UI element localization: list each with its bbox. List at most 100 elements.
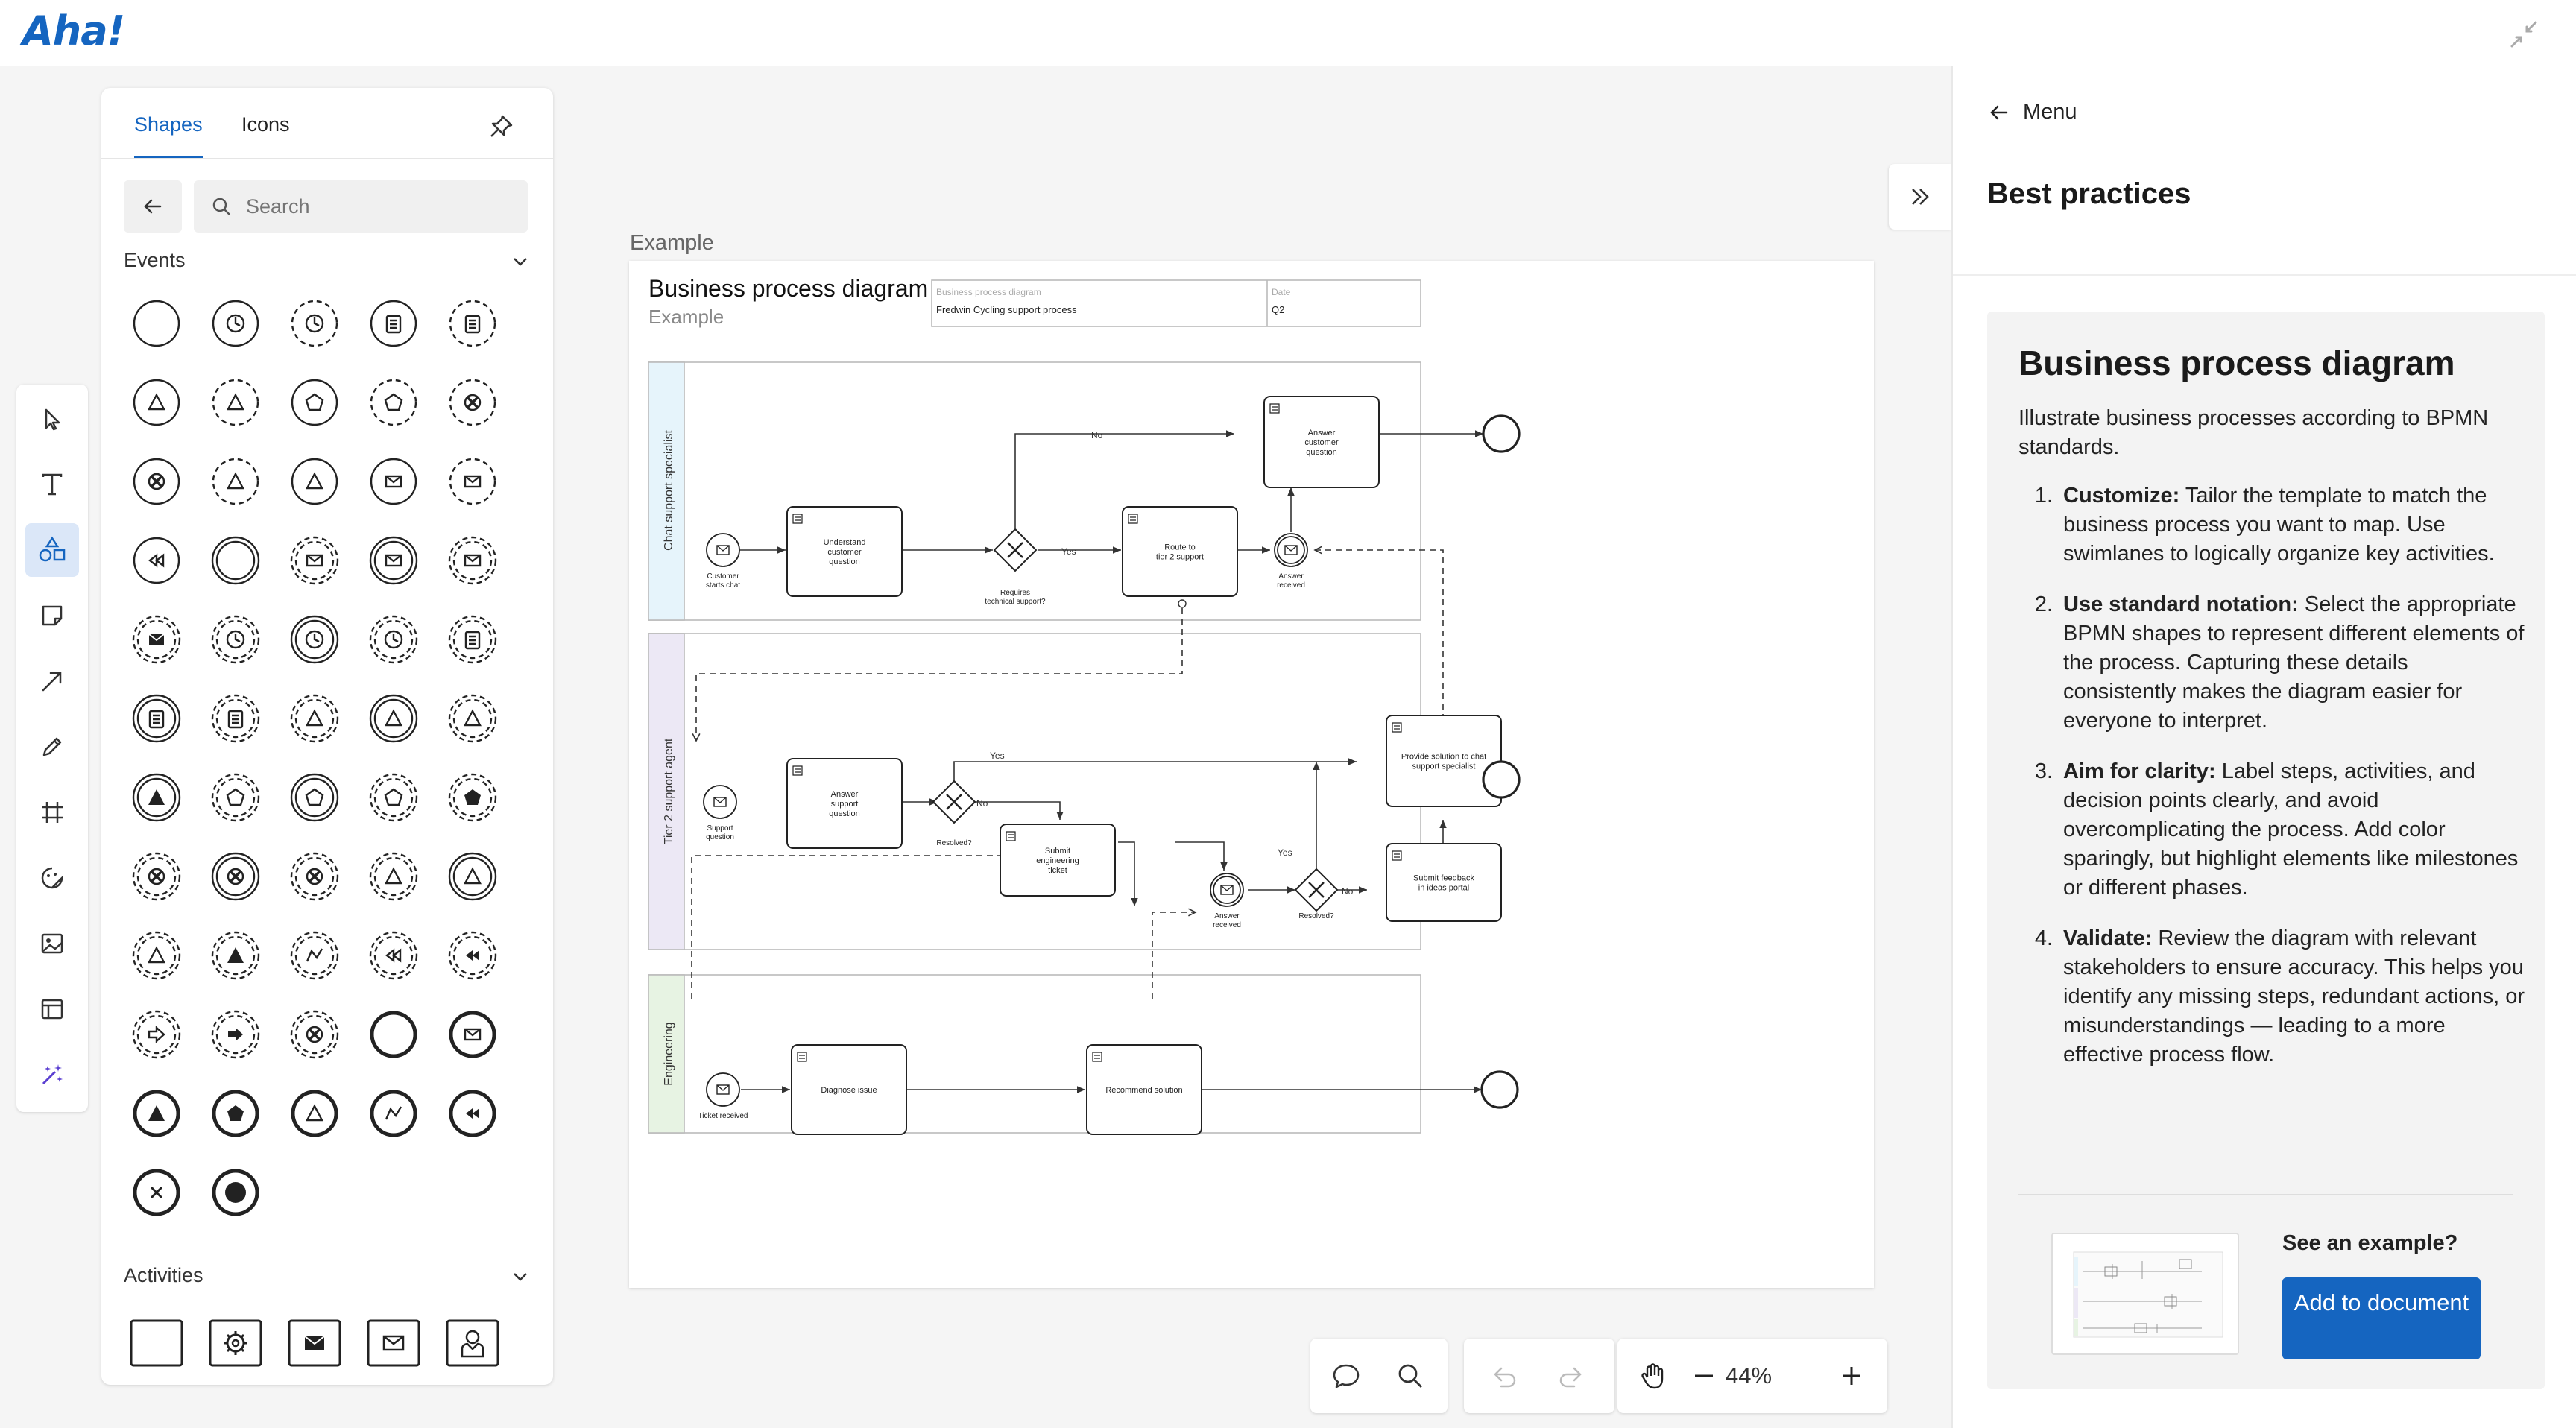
sticky-note-tool[interactable] bbox=[25, 589, 79, 642]
event-node[interactable] bbox=[706, 1072, 740, 1107]
gateway-node[interactable] bbox=[1294, 868, 1339, 912]
redo-button[interactable] bbox=[1555, 1359, 1588, 1392]
event-shape[interactable] bbox=[443, 926, 502, 985]
event-shape[interactable] bbox=[127, 1005, 186, 1064]
undo-button[interactable] bbox=[1488, 1359, 1521, 1392]
task-node[interactable] bbox=[1263, 396, 1380, 488]
collapse-icon[interactable] bbox=[2507, 18, 2540, 51]
event-shape[interactable] bbox=[364, 531, 423, 590]
event-shape[interactable] bbox=[285, 294, 344, 353]
ai-tool[interactable] bbox=[25, 1048, 79, 1102]
event-shape[interactable] bbox=[285, 452, 344, 511]
pin-icon[interactable] bbox=[484, 110, 517, 143]
event-shape[interactable] bbox=[443, 1005, 502, 1064]
event-shape[interactable] bbox=[127, 610, 186, 669]
event-shape[interactable] bbox=[364, 373, 423, 432]
comment-button[interactable] bbox=[1330, 1359, 1363, 1392]
event-shape[interactable] bbox=[364, 926, 423, 985]
event-node[interactable] bbox=[1482, 414, 1521, 453]
event-shape[interactable] bbox=[206, 1005, 265, 1064]
event-shape[interactable] bbox=[443, 373, 502, 432]
event-shape[interactable] bbox=[127, 689, 186, 748]
task-node[interactable] bbox=[786, 758, 903, 849]
event-shape[interactable] bbox=[364, 452, 423, 511]
pan-button[interactable] bbox=[1637, 1359, 1670, 1392]
event-shape[interactable] bbox=[206, 847, 265, 906]
send-task-shape[interactable] bbox=[285, 1313, 344, 1373]
search-input[interactable] bbox=[246, 180, 514, 233]
connector-tool[interactable] bbox=[25, 654, 79, 708]
event-node[interactable] bbox=[1274, 533, 1308, 567]
event-shape[interactable] bbox=[127, 1084, 186, 1143]
search-canvas-button[interactable] bbox=[1394, 1359, 1427, 1392]
gateway-node[interactable] bbox=[932, 780, 976, 824]
pen-tool[interactable] bbox=[25, 720, 79, 774]
sticker-tool[interactable] bbox=[25, 851, 79, 905]
event-shape[interactable] bbox=[443, 452, 502, 511]
event-shape[interactable] bbox=[364, 689, 423, 748]
event-shape[interactable] bbox=[285, 689, 344, 748]
event-shape[interactable] bbox=[206, 373, 265, 432]
zoom-level[interactable]: 44% bbox=[1725, 1362, 1772, 1388]
event-shape[interactable] bbox=[364, 1084, 423, 1143]
search-box[interactable] bbox=[194, 180, 528, 233]
gateway-node[interactable] bbox=[993, 528, 1038, 572]
event-shape[interactable] bbox=[206, 1163, 265, 1222]
back-button[interactable] bbox=[124, 180, 182, 233]
task-node[interactable] bbox=[1086, 1044, 1202, 1135]
image-tool[interactable] bbox=[25, 917, 79, 970]
user-task-shape[interactable] bbox=[443, 1313, 502, 1373]
event-shape[interactable] bbox=[127, 768, 186, 827]
zoom-in-button[interactable] bbox=[1835, 1359, 1868, 1392]
shapes-tool[interactable] bbox=[25, 523, 79, 577]
task-node[interactable] bbox=[786, 506, 903, 597]
event-shape[interactable] bbox=[127, 373, 186, 432]
event-node[interactable] bbox=[1482, 760, 1521, 799]
event-shape[interactable] bbox=[127, 294, 186, 353]
event-shape[interactable] bbox=[285, 373, 344, 432]
event-shape[interactable] bbox=[364, 294, 423, 353]
event-shape[interactable] bbox=[443, 768, 502, 827]
activities-section-header[interactable]: Activities bbox=[124, 1264, 531, 1294]
lane-engineering[interactable]: Engineering bbox=[648, 974, 1421, 1134]
tab-shapes[interactable]: Shapes bbox=[134, 113, 203, 159]
tab-icons[interactable]: Icons bbox=[242, 113, 290, 136]
frame-tool[interactable] bbox=[25, 786, 79, 839]
event-shape[interactable] bbox=[206, 1084, 265, 1143]
event-shape[interactable] bbox=[364, 768, 423, 827]
event-shape[interactable] bbox=[127, 531, 186, 590]
menu-link[interactable]: Menu bbox=[1987, 100, 2077, 124]
text-tool[interactable] bbox=[25, 458, 79, 511]
event-shape[interactable] bbox=[127, 847, 186, 906]
service-task-shape[interactable] bbox=[206, 1313, 265, 1373]
event-shape[interactable] bbox=[443, 689, 502, 748]
event-shape[interactable] bbox=[364, 1005, 423, 1064]
add-to-document-button[interactable]: Add to document bbox=[2282, 1277, 2481, 1359]
example-thumbnail[interactable] bbox=[2051, 1233, 2239, 1355]
event-shape[interactable] bbox=[443, 294, 502, 353]
aha-logo[interactable]: Aha! bbox=[22, 7, 125, 54]
event-shape[interactable] bbox=[127, 926, 186, 985]
event-shape[interactable] bbox=[443, 1084, 502, 1143]
task-shape[interactable] bbox=[127, 1313, 186, 1373]
event-shape[interactable] bbox=[127, 1163, 186, 1222]
event-node[interactable] bbox=[1480, 1070, 1519, 1109]
event-node[interactable] bbox=[1210, 873, 1244, 907]
event-shape[interactable] bbox=[206, 531, 265, 590]
events-section-header[interactable]: Events bbox=[124, 249, 531, 279]
event-shape[interactable] bbox=[206, 294, 265, 353]
event-shape[interactable] bbox=[127, 452, 186, 511]
task-node[interactable] bbox=[1122, 506, 1238, 597]
diagram-card[interactable]: Business process diagram Example Busines… bbox=[629, 261, 1874, 1288]
event-shape[interactable] bbox=[285, 1005, 344, 1064]
event-shape[interactable] bbox=[443, 610, 502, 669]
event-node[interactable] bbox=[706, 533, 740, 567]
zoom-out-button[interactable] bbox=[1688, 1359, 1720, 1392]
event-shape[interactable] bbox=[285, 1084, 344, 1143]
event-shape[interactable] bbox=[206, 768, 265, 827]
lane-tier2[interactable]: Tier 2 support agent bbox=[648, 633, 1421, 950]
task-node[interactable] bbox=[1000, 824, 1116, 897]
event-shape[interactable] bbox=[285, 847, 344, 906]
event-shape[interactable] bbox=[285, 531, 344, 590]
event-shape[interactable] bbox=[364, 847, 423, 906]
